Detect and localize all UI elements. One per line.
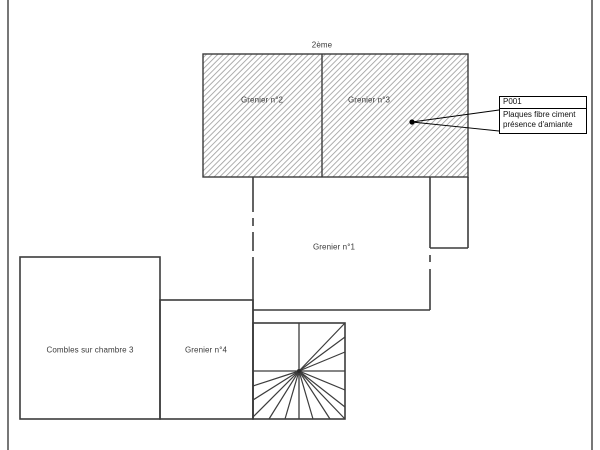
callout-description: Plaques fibre ciment présence d'amiante: [500, 109, 586, 133]
callout-id: P001: [500, 97, 586, 109]
callout-description-line-1: Plaques fibre ciment: [503, 109, 576, 119]
staircase: [252, 322, 346, 420]
page-frame: [7, 0, 593, 450]
floor-level-label: 2ème: [311, 40, 333, 50]
room-label-grenier-1: Grenier n°1: [312, 242, 356, 252]
callout-asbestos-p001[interactable]: P001 Plaques fibre ciment présence d'ami…: [499, 96, 587, 134]
callout-leader-lines: [409, 109, 500, 132]
hatched-attic-zone: [202, 53, 469, 178]
room-label-grenier-4: Grenier n°4: [184, 345, 228, 355]
room-label-combles-chambre-3: Combles sur chambre 3: [46, 345, 134, 355]
central-room-walls: [252, 177, 469, 323]
room-label-grenier-3: Grenier n°3: [347, 95, 391, 105]
callout-description-line-2: présence d'amiante: [503, 120, 573, 130]
callout-arrow-point: [409, 119, 415, 125]
room-label-grenier-2: Grenier n°2: [240, 95, 284, 105]
lower-rooms-walls: [19, 256, 254, 420]
